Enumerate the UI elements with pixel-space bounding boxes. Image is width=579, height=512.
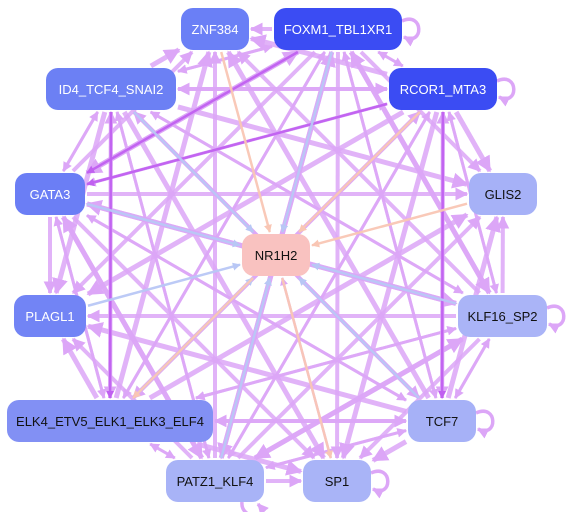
edge-rcor1-to-gata3 — [86, 102, 388, 187]
edge-elk4-to-foxm1 — [122, 51, 326, 399]
edge-id4-to-znf384 — [149, 47, 181, 69]
node-plagl1[interactable]: PLAGL1 — [14, 295, 86, 337]
node-rcor1-mta3[interactable]: RCOR1_MTA3 — [389, 68, 497, 110]
node-elk4-etv5-elk1-elk3-elf4[interactable]: ELK4_ETV5_ELK1_ELK3_ELF4 — [7, 400, 213, 442]
edge-elk4-to-sp1 — [196, 441, 303, 476]
edge-rcor1-to-plagl1 — [86, 109, 405, 297]
edge-glis2-to-nr1h2 — [311, 202, 468, 248]
edge-foxm1-to-gata3 — [86, 50, 299, 174]
self-loop-klf16 — [546, 304, 566, 334]
node-znf384[interactable]: ZNF384 — [181, 8, 249, 50]
self-loop-foxm1 — [401, 17, 421, 47]
edge-tcf7-to-znf384 — [226, 50, 431, 400]
edge-rcor1-to-foxm1 — [377, 50, 404, 68]
edge-id4-to-glis2 — [177, 104, 469, 189]
node-klf16-sp2[interactable]: KLF16_SP2 — [458, 295, 547, 337]
edge-foxm1-to-sp1 — [330, 51, 344, 460]
node-tcf7[interactable]: TCF7 — [408, 400, 476, 442]
edge-patz1-to-rcor1 — [227, 111, 431, 459]
edge-tcf7-to-klf16 — [453, 338, 491, 399]
node-glis2[interactable]: GLIS2 — [469, 173, 537, 215]
edge-patz1-to-nr1h2 — [220, 277, 272, 459]
edge-rcor1-to-tcf7 — [438, 111, 447, 399]
edge-plagl1-to-nr1h2 — [87, 262, 241, 307]
edge-id4-to-nr1h2 — [132, 111, 255, 233]
edge-tcf7-to-nr1h2 — [298, 277, 420, 399]
self-loop-rcor1 — [496, 77, 516, 107]
edge-gata3-to-nr1h2 — [86, 202, 241, 248]
edge-id4-to-gata3 — [62, 111, 99, 172]
edge-gata3-to-tcf7 — [86, 214, 407, 402]
node-nr1h2[interactable]: NR1H2 — [242, 234, 310, 276]
edge-id4-to-foxm1 — [177, 44, 273, 73]
edge-id4-to-sp1 — [122, 110, 326, 460]
edge-id4-to-elk4 — [106, 111, 115, 399]
node-id4-tcf4-snai2[interactable]: ID4_TCF4_SNAI2 — [46, 68, 176, 110]
edge-klf16-to-nr1h2 — [311, 262, 457, 305]
self-loop-tcf7 — [475, 409, 495, 439]
node-gata3[interactable]: GATA3 — [15, 173, 85, 215]
edge-patz1-to-klf16 — [253, 336, 464, 461]
edge-foxm1-to-nr1h2 — [280, 51, 333, 233]
edge-rcor1-to-nr1h2 — [298, 111, 421, 233]
edge-znf384-to-nr1h2 — [220, 51, 272, 233]
node-sp1[interactable]: SP1 — [303, 460, 371, 502]
edge-nr1h2-to-sp1 — [281, 277, 333, 459]
edge-elk4-to-glis2 — [148, 212, 469, 401]
edge-elk4-to-patz1 — [149, 442, 176, 460]
edge-elk4-to-plagl1 — [60, 337, 100, 400]
node-foxm1-tbl1xr1[interactable]: FOXM1_TBL1XR1 — [274, 8, 402, 50]
edge-id4-to-klf16 — [149, 110, 464, 295]
edge-rcor1-to-glis2 — [453, 110, 493, 173]
edge-tcf7-to-sp1 — [371, 439, 408, 463]
self-loop-patz1 — [240, 501, 269, 512]
edge-nr1h2-to-elk4 — [132, 277, 254, 399]
self-loop-sp1 — [370, 469, 390, 499]
node-patz1-klf4[interactable]: PATZ1_KLF4 — [166, 460, 264, 502]
